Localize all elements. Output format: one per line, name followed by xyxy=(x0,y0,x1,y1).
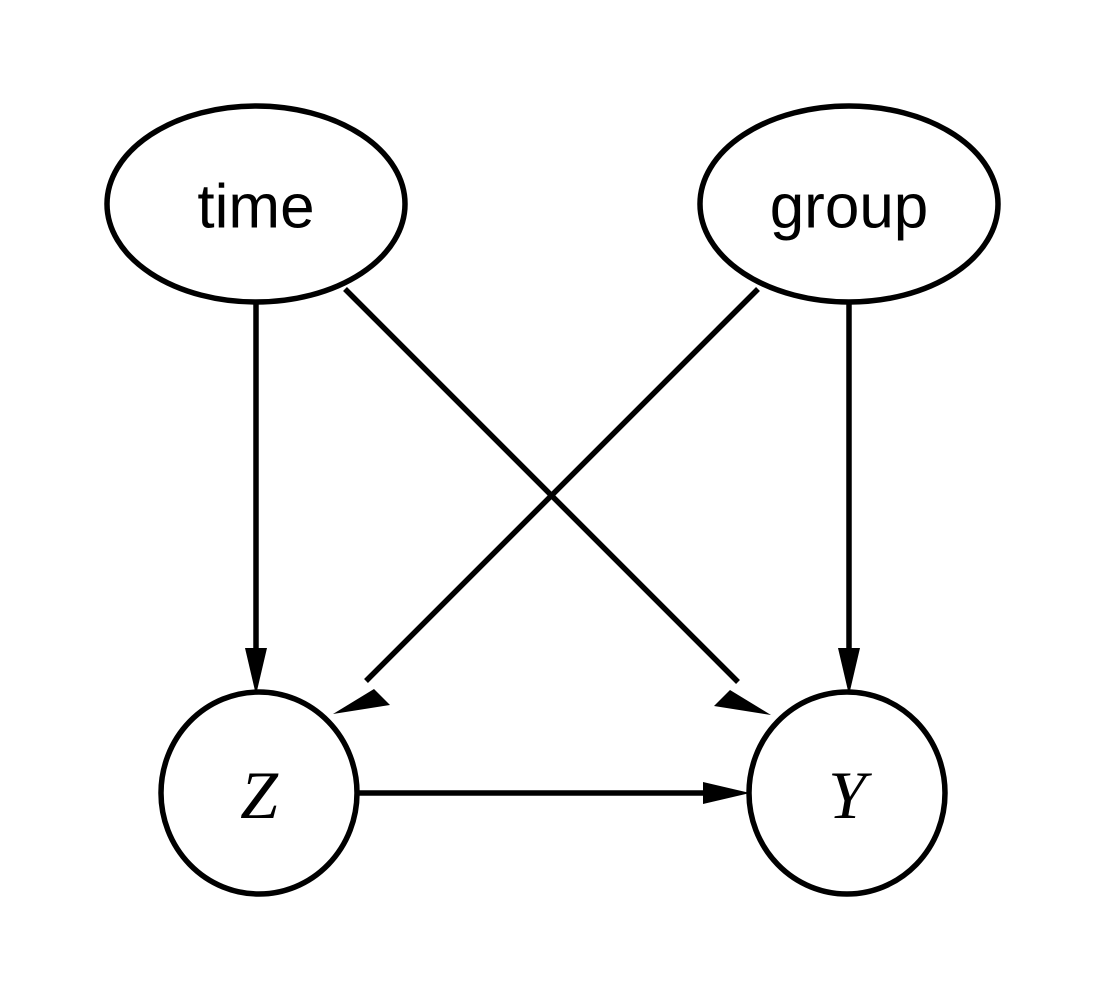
edge-z-to-y xyxy=(357,782,750,804)
edge-group-to-y-arrowhead xyxy=(838,648,860,695)
node-time-ellipse[interactable] xyxy=(104,103,408,305)
edge-group-to-z xyxy=(333,287,760,714)
edge-time-to-z xyxy=(245,302,267,695)
edge-group-to-z-line xyxy=(364,287,760,683)
node-group-label: group xyxy=(770,173,929,242)
node-time-label: time xyxy=(197,173,314,242)
node-y-label: Y xyxy=(828,757,872,833)
node-z[interactable]: Z xyxy=(158,689,360,897)
node-group-ellipse[interactable] xyxy=(697,103,1001,305)
edge-time-to-y xyxy=(343,287,771,715)
edge-group-to-y xyxy=(838,302,860,695)
edge-time-to-y-line xyxy=(343,287,740,684)
node-y-circle[interactable] xyxy=(746,689,948,897)
edge-time-to-y-arrowhead xyxy=(714,690,771,715)
node-y[interactable]: Y xyxy=(746,689,948,897)
node-group[interactable]: group xyxy=(697,103,1001,305)
edge-z-to-y-arrowhead xyxy=(703,782,750,804)
edge-time-to-z-arrowhead xyxy=(245,648,267,695)
node-z-label: Z xyxy=(240,757,279,833)
node-z-circle[interactable] xyxy=(158,689,360,897)
edge-group-to-z-arrowhead xyxy=(333,689,390,714)
node-time[interactable]: time xyxy=(104,103,408,305)
